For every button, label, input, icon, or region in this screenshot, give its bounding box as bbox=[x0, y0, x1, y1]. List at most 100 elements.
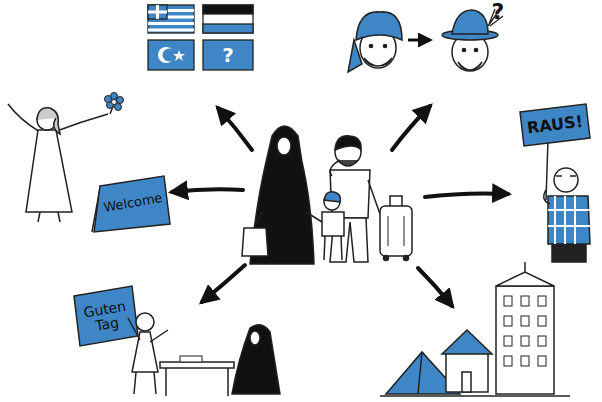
refugee-family-part bbox=[330, 160, 340, 176]
flags-part bbox=[203, 40, 253, 70]
flags-part bbox=[203, 5, 253, 14]
protester-part bbox=[544, 190, 550, 204]
welcoming-woman-part bbox=[117, 97, 124, 104]
flags-part bbox=[148, 5, 194, 33]
turban-man-part bbox=[356, 12, 402, 40]
language-lesson-part bbox=[250, 331, 260, 345]
label-text: Welcome bbox=[103, 191, 164, 215]
welcoming-woman-part bbox=[38, 212, 60, 222]
refugee-family-part bbox=[404, 256, 409, 261]
welcoming-woman-part bbox=[26, 130, 72, 212]
refugee-family-part bbox=[306, 212, 322, 222]
language-lesson-part bbox=[74, 286, 138, 346]
welcome-sign bbox=[92, 176, 170, 232]
housing-part bbox=[538, 316, 546, 326]
transform-arrow bbox=[408, 39, 430, 42]
flags-part bbox=[148, 5, 167, 19]
housing-part bbox=[496, 272, 554, 286]
protester-part bbox=[520, 104, 590, 146]
welcome-sign-part bbox=[94, 176, 170, 232]
refugee-family-part bbox=[277, 137, 291, 155]
refugee-family-part bbox=[324, 236, 342, 260]
housing-part bbox=[418, 352, 422, 394]
language-lesson-part bbox=[132, 332, 158, 372]
language-lesson-part bbox=[160, 362, 234, 368]
refugee-family-part bbox=[390, 196, 402, 206]
housing-part bbox=[504, 356, 512, 366]
housing-part bbox=[380, 395, 570, 397]
arrows-part bbox=[202, 265, 245, 302]
tyrolean-man-part bbox=[462, 48, 465, 51]
label-text: RAUS! bbox=[526, 113, 584, 137]
flag-question-mark: ? bbox=[203, 40, 253, 70]
refugee-family-part bbox=[368, 180, 380, 214]
refugee-family-part bbox=[254, 212, 262, 228]
language-lesson-part bbox=[166, 368, 228, 396]
turban-man-part bbox=[383, 44, 386, 47]
arrows-part bbox=[172, 189, 243, 192]
refugee-family-part bbox=[322, 212, 344, 236]
protester-part bbox=[556, 175, 576, 177]
tyrolean-man-part bbox=[474, 48, 477, 51]
refugee-family-part bbox=[384, 256, 389, 261]
transform-arrow-part bbox=[408, 39, 430, 42]
refugee-family-part bbox=[335, 136, 361, 150]
housing-part bbox=[538, 356, 546, 366]
flags-part bbox=[148, 11, 167, 14]
question-mark: ? bbox=[486, 0, 510, 26]
language-lesson-part bbox=[128, 318, 168, 342]
arrows-part bbox=[425, 193, 508, 197]
housing-part bbox=[442, 330, 492, 354]
sign-text: Guten Tag bbox=[74, 288, 137, 346]
language-lesson-part bbox=[180, 356, 202, 362]
welcoming-woman-part bbox=[112, 100, 117, 105]
arrows-part bbox=[218, 108, 252, 150]
tyrolean-man-part bbox=[458, 62, 482, 70]
welcoming-woman-part bbox=[54, 114, 108, 132]
arrows bbox=[172, 106, 508, 306]
welcoming-woman-part bbox=[8, 104, 40, 132]
housing-part bbox=[504, 336, 512, 346]
flags-part bbox=[148, 22, 194, 25]
arrows-part bbox=[392, 106, 430, 150]
flags-part bbox=[203, 5, 253, 33]
protester-part bbox=[548, 196, 590, 244]
housing-part bbox=[538, 296, 546, 306]
housing-part bbox=[496, 286, 554, 394]
housing-part bbox=[504, 316, 512, 326]
housing-part bbox=[446, 352, 488, 392]
refugee-family-part bbox=[242, 228, 268, 256]
housing-part bbox=[462, 372, 471, 392]
housing-part bbox=[521, 296, 529, 306]
tyrolean-man-part bbox=[452, 10, 488, 34]
flags bbox=[148, 5, 253, 70]
arrows-part bbox=[418, 268, 452, 306]
turban-man-part bbox=[369, 44, 372, 47]
protester-part bbox=[548, 196, 590, 244]
flags-part bbox=[163, 49, 176, 62]
language-lesson-part bbox=[134, 372, 156, 394]
welcoming-woman-part bbox=[105, 93, 124, 111]
flags-part bbox=[203, 24, 253, 33]
language-lesson bbox=[74, 286, 280, 396]
housing-part bbox=[521, 316, 529, 326]
housing-part bbox=[504, 296, 546, 366]
turban-man-part bbox=[364, 58, 392, 66]
refugee-family-part bbox=[388, 216, 404, 246]
housing-part bbox=[521, 356, 529, 366]
flags-part bbox=[173, 50, 185, 61]
turban-man bbox=[348, 12, 402, 72]
protester-part bbox=[546, 140, 548, 200]
housing bbox=[380, 262, 570, 396]
protester-part bbox=[552, 244, 586, 262]
protester-part bbox=[554, 168, 578, 192]
housing-part bbox=[538, 336, 546, 346]
refugee-family-part bbox=[380, 206, 412, 256]
language-lesson-part bbox=[232, 325, 280, 394]
flags-part bbox=[148, 40, 194, 70]
housing-part bbox=[504, 296, 512, 306]
refugee-family-part bbox=[324, 192, 340, 202]
flags-part bbox=[148, 29, 194, 32]
